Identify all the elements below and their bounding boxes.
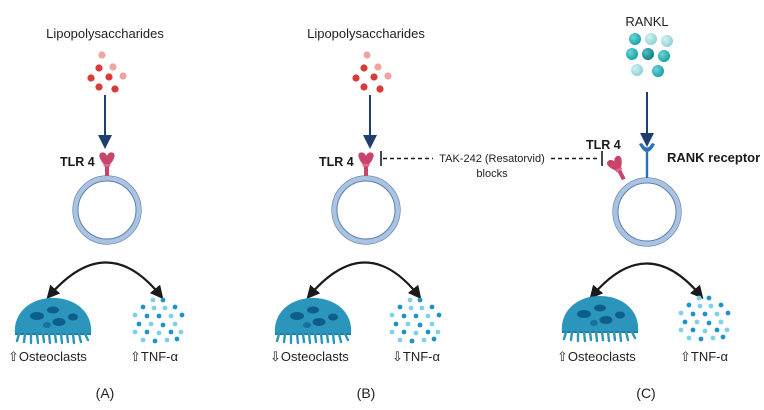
bifurcation-arrow — [306, 261, 422, 300]
osteoclast-cell-icon — [560, 294, 640, 343]
lps-molecules — [87, 51, 127, 93]
tnf-label: ⇧TNF-α — [680, 349, 728, 364]
panel-a: Lipopolysaccharides TLR 4 ⇧Osteoclasts ⇧… — [8, 26, 185, 401]
tnf-label: ⇧TNF-α — [130, 349, 178, 364]
ligand-label: RANKL — [625, 14, 668, 29]
cell — [613, 178, 681, 246]
tlr4-receptor-icon — [99, 152, 115, 176]
tnf-alpha-icon — [389, 297, 442, 344]
rank-receptor-label: RANK receptor — [667, 150, 760, 165]
cell — [332, 176, 400, 244]
ligand-label: Lipopolysaccharides — [46, 26, 164, 41]
receptor-label: TLR 4 — [586, 138, 621, 152]
tnf-label: ⇩TNF-α — [392, 349, 440, 364]
receptor-label: TLR 4 — [60, 155, 95, 169]
panel-caption: (C) — [636, 385, 655, 401]
panel-caption: (B) — [357, 385, 376, 401]
rank-receptor-icon — [639, 143, 655, 178]
tlr4-receptor-icon — [605, 154, 631, 183]
inhibitor: TAK-242 (Resatorvid) blocks — [380, 151, 603, 180]
osteoclasts-label: ⇩Osteoclasts — [270, 349, 349, 364]
osteoclasts-label: ⇧Osteoclasts — [8, 349, 87, 364]
cell — [73, 176, 141, 244]
bifurcation-arrow — [589, 262, 704, 300]
panel-b: Lipopolysaccharides TLR 4 ⇩Osteoclasts ⇩… — [270, 26, 442, 401]
ligand-label: Lipopolysaccharides — [307, 26, 425, 41]
panel-caption: (A) — [96, 385, 115, 401]
rankl-molecules — [626, 33, 673, 77]
inhibitor-action: blocks — [476, 168, 508, 180]
lps-molecules — [352, 51, 392, 93]
osteoclasts-label: ⇧Osteoclasts — [557, 349, 636, 364]
tnf-alpha-icon — [132, 297, 185, 344]
osteoclast-cell-icon — [13, 296, 93, 345]
tnf-alpha-icon — [678, 295, 731, 342]
panel-c: RANKL TLR 4 RANK receptor ⇧Osteoclasts ⇧… — [557, 14, 760, 401]
receptor-label: TLR 4 — [319, 155, 354, 169]
bifurcation-arrow — [46, 261, 164, 300]
tlr4-receptor-icon — [358, 152, 374, 176]
inhibitor-name: TAK-242 (Resatorvid) — [439, 153, 545, 165]
osteoclast-cell-icon — [273, 296, 353, 345]
